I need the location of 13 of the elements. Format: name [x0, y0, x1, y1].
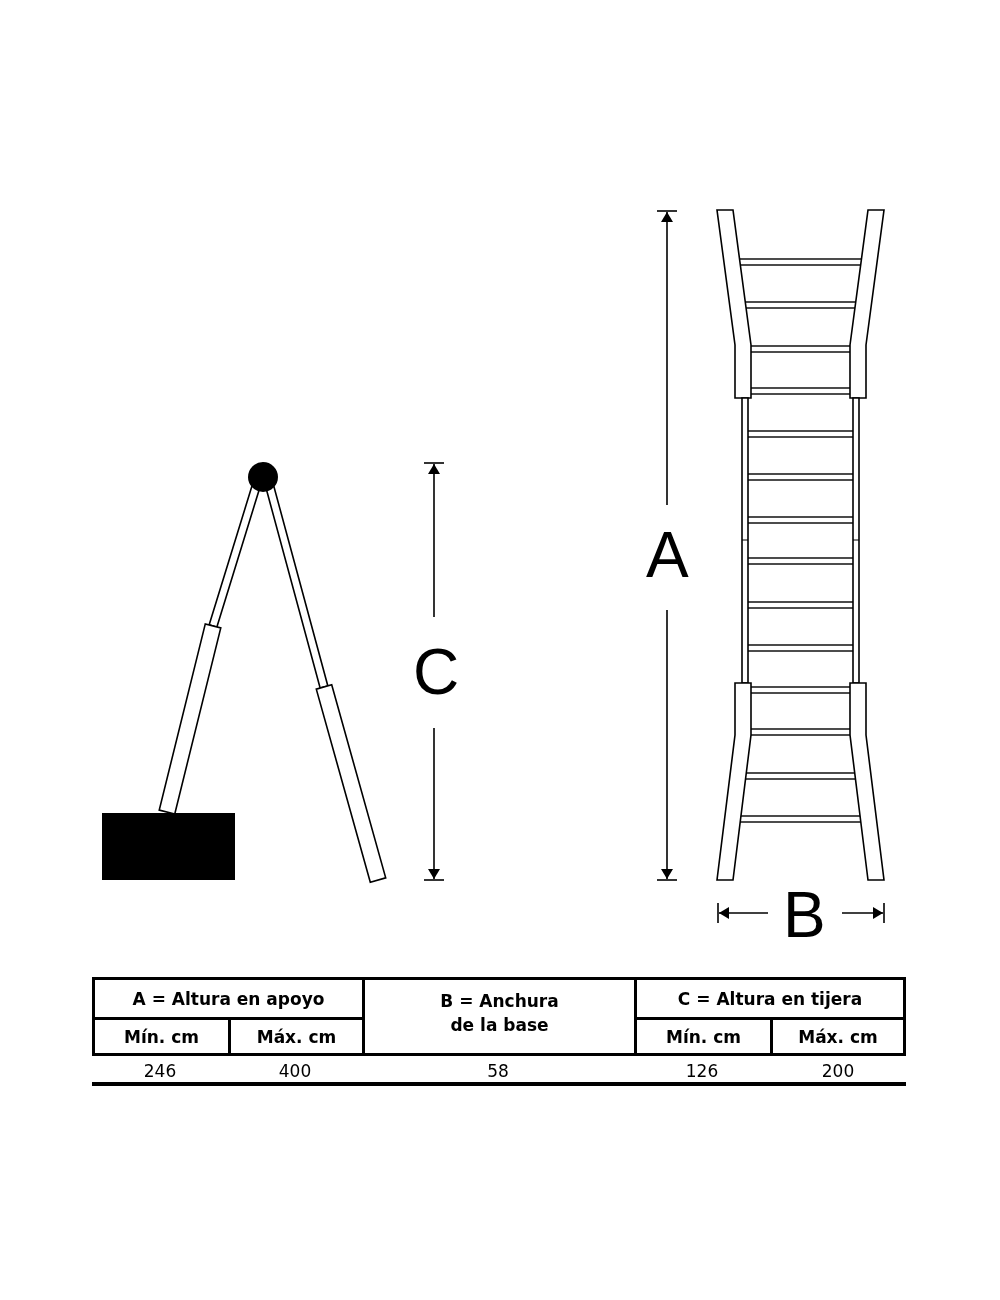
table-cell-text: 126 — [684, 1059, 720, 1083]
dimension-label: A — [646, 523, 689, 587]
column-header: Mín. cm — [92, 1017, 231, 1056]
table-header: A = Altura en apoyo — [92, 977, 365, 1020]
dimension-label: C — [413, 640, 460, 704]
table-cell-text: 400 — [277, 1059, 313, 1083]
table-cell-text: 58 — [486, 1059, 510, 1083]
table-cell-text: 200 — [820, 1059, 856, 1083]
table-cell-text: 246 — [142, 1059, 178, 1083]
dimension-label: B — [783, 883, 826, 947]
column-header: Máx. cm — [770, 1017, 906, 1056]
table-header: B = Anchura de la base — [362, 977, 637, 1056]
table-header: C = Altura en tijera — [634, 977, 906, 1020]
